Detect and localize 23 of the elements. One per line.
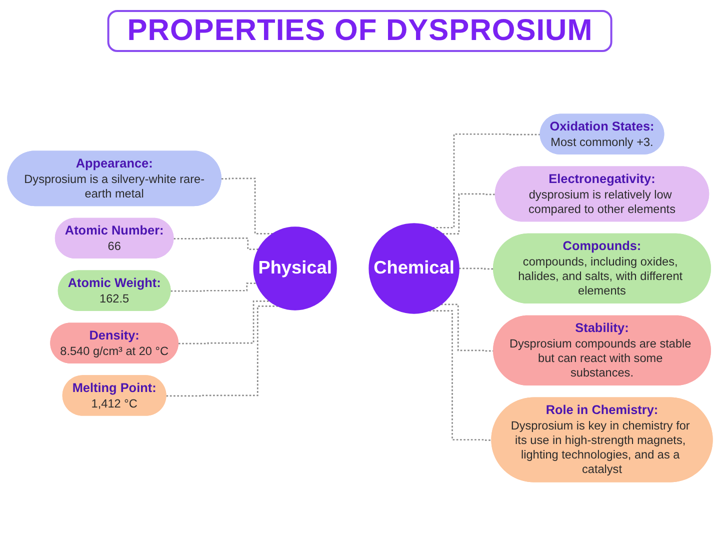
property-pill: Stability: Dysprosium compounds are stable but can react with some substances. (493, 315, 711, 386)
connector-line (429, 310, 492, 441)
property-pill: Compounds: compounds, including oxides, halides, and salts, with different elements (493, 233, 711, 304)
property-pill: Melting Point: 1,412 °C (62, 375, 166, 416)
connector-line (442, 193, 496, 234)
connector-line (174, 238, 258, 250)
property-pill: Electronegativity: dysprosium is relatively low compared to other elements (494, 166, 710, 222)
property-pill: Role in Chemistry: Dysprosium is key in chemistry for its use in high-strength magnets, lighting technologies, and as a catalyst (491, 397, 713, 482)
connector-line (166, 306, 278, 397)
property-pill: Atomic Weight: 162.5 (58, 270, 171, 311)
connector-line (440, 304, 494, 352)
category-circle: Chemical (368, 223, 460, 314)
connector-line (458, 268, 494, 270)
connector-line (432, 133, 541, 228)
property-pill: Appearance: Dysprosium is a silvery-white rare-earth metal (7, 150, 222, 206)
property-pill: Atomic Number: 66 (54, 218, 174, 258)
property-pill: Oxidation States: Most commonly +3. (540, 114, 664, 154)
connector-line (221, 178, 273, 234)
title: PROPERTIES OF DYSPROSIUM (107, 10, 613, 52)
property-pill: Density: 8.540 g/cm³ at 20 °C (50, 322, 178, 364)
category-circle: Physical (253, 226, 337, 310)
connector-line (170, 282, 256, 292)
connector-line (178, 300, 270, 344)
